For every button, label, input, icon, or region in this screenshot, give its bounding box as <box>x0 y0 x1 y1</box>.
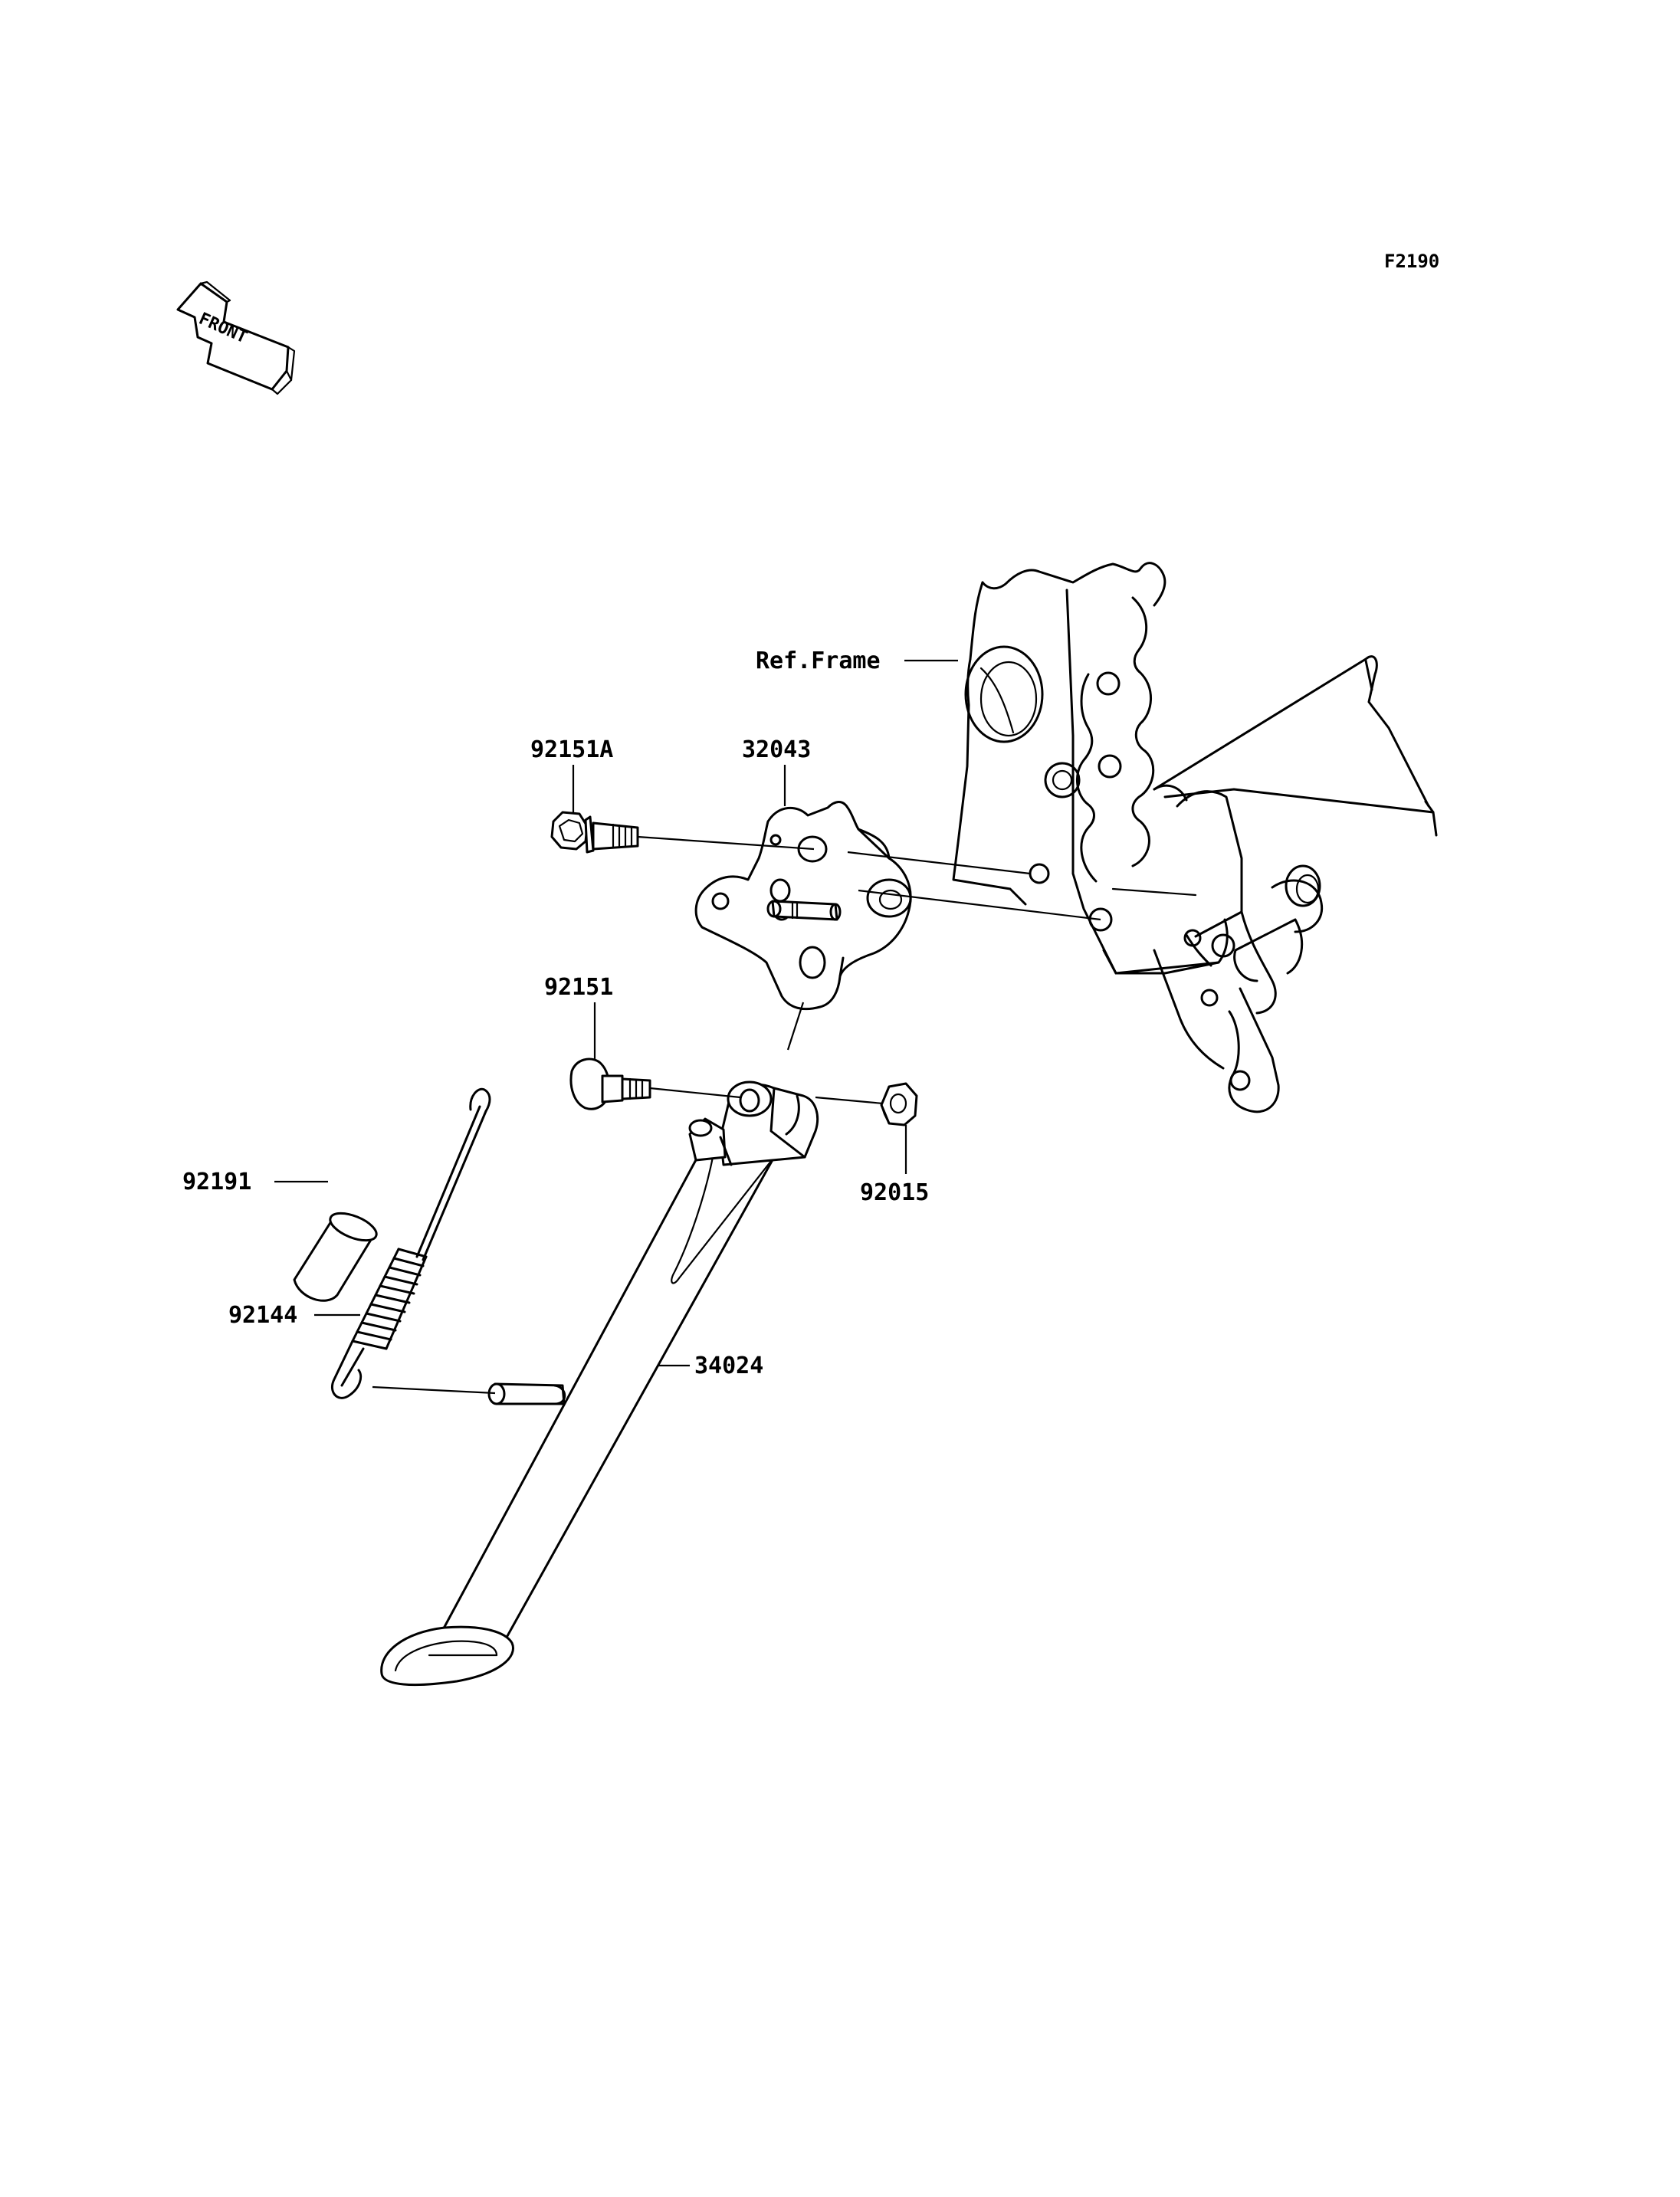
bolt-92151a-drawing <box>550 811 639 854</box>
nut-92015-drawing <box>880 1082 918 1126</box>
side-stand-34024-drawing <box>380 1080 819 1687</box>
part-label-92191: 92191 <box>182 1169 251 1195</box>
bolt-92151-drawing <box>569 1058 651 1110</box>
part-label-32043: 32043 <box>742 736 811 763</box>
frame-reference-drawing <box>952 562 1438 1113</box>
part-label-92151a: 92151A <box>530 736 613 763</box>
part-label-34024: 34024 <box>694 1353 763 1379</box>
alignment-lines <box>372 835 1101 1395</box>
bracket-32043-drawing <box>694 801 912 1011</box>
ref-frame-label: Ref.Frame <box>756 648 881 674</box>
spring-92144-drawing <box>330 1087 491 1399</box>
collar-92191-drawing <box>293 1212 378 1302</box>
part-label-92015: 92015 <box>860 1179 929 1206</box>
callout-leaders <box>274 659 958 1367</box>
figure-code: F2190 <box>1384 251 1439 272</box>
part-label-92151: 92151 <box>544 974 613 1001</box>
part-label-92144: 92144 <box>228 1302 297 1329</box>
front-arrow-icon <box>176 280 296 395</box>
